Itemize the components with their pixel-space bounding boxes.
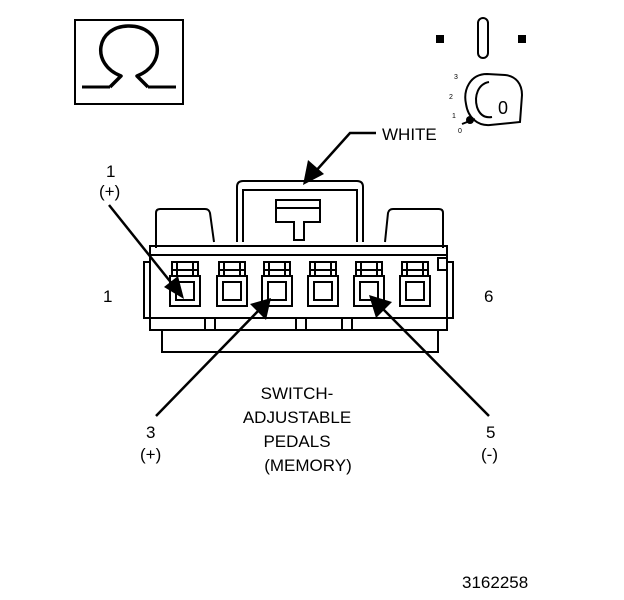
- pin-callout-3: 3 (+): [140, 298, 271, 464]
- connector-name-line: ADJUSTABLE: [243, 408, 351, 427]
- key-position-label: 0: [498, 98, 508, 118]
- ignition-position-scale: 3 2 1 0: [449, 74, 462, 135]
- end-label-right: 6: [484, 287, 493, 306]
- pin-callout-1: 1 (+): [99, 162, 184, 299]
- ohm-symbol-icon: [74, 19, 184, 105]
- pin-polarity: (+): [99, 182, 120, 201]
- color-leader-line: [314, 131, 376, 173]
- ignition-key-icon: 0: [436, 17, 526, 127]
- color-arrow-head: [303, 160, 324, 185]
- pin-number: 1: [106, 162, 115, 181]
- pin-polarity: (+): [140, 445, 161, 464]
- connector-name-line: (MEMORY): [264, 456, 352, 475]
- figure-id: 3162258: [462, 573, 528, 592]
- pin-callout-5: 5 (-): [369, 295, 498, 464]
- connector-name: SWITCH- ADJUSTABLE PEDALS (MEMORY): [243, 384, 352, 475]
- pin-number: 3: [146, 423, 155, 442]
- connector-color-label: WHITE: [382, 125, 437, 144]
- ignition-position-label: 2: [449, 94, 453, 101]
- ignition-position-label: 1: [452, 113, 456, 120]
- connector-name-line: SWITCH-: [261, 384, 334, 403]
- pin-polarity: (-): [481, 445, 498, 464]
- pin-cavity-row: [169, 261, 431, 307]
- pin-number: 5: [486, 423, 495, 442]
- pin-cavity: [216, 261, 248, 307]
- pin-cavity: [399, 261, 431, 307]
- polarization-key-row: [204, 317, 353, 331]
- ignition-position-label: 0: [458, 128, 462, 135]
- pin-cavity: [307, 261, 339, 307]
- pin-cavity: [353, 261, 385, 307]
- end-label-left: 1: [103, 287, 112, 306]
- ignition-position-label: 3: [454, 74, 458, 81]
- pin-cavity: [261, 261, 293, 307]
- connector-name-line: PEDALS: [263, 432, 330, 451]
